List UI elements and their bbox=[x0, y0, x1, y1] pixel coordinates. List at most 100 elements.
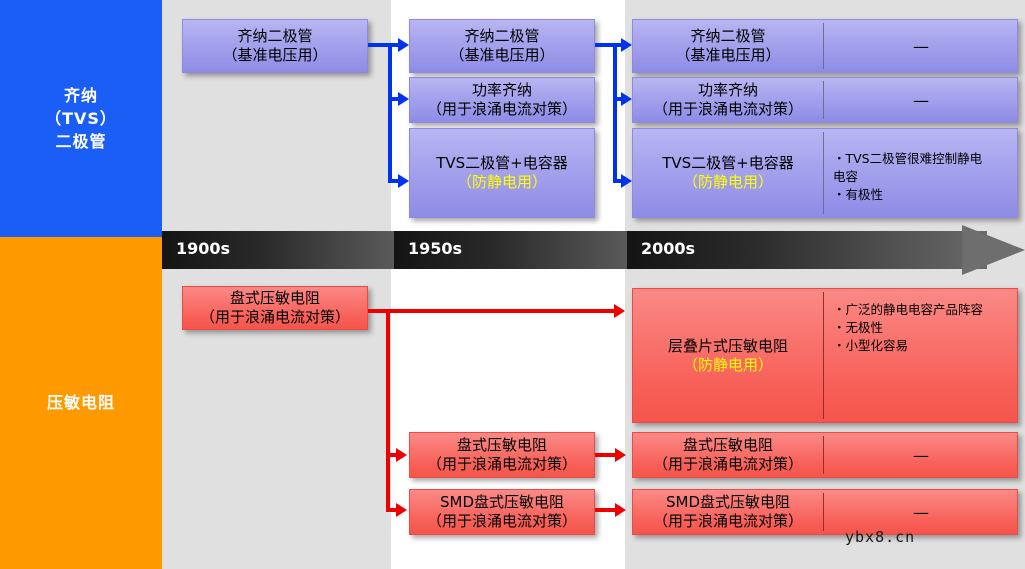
node-subtitle: （基准电压用） bbox=[675, 46, 781, 64]
node-title: 齐纳二极管 bbox=[237, 27, 313, 46]
node-subtitle: （用于浪涌电流对策） bbox=[199, 308, 350, 326]
arrowhead-icon bbox=[621, 174, 632, 188]
node-note: — bbox=[823, 20, 1017, 72]
arrowhead-icon bbox=[615, 503, 626, 517]
node-note-list: ・广泛的静电电容产品阵容 ・无极性 ・小型化容易 bbox=[823, 289, 1017, 359]
note-dash: — bbox=[913, 445, 929, 465]
node-title: TVS二极管+电容器 bbox=[662, 154, 794, 173]
node-subtitle: （用于浪涌电流对策） bbox=[426, 455, 577, 473]
connector-varistor-link-2 bbox=[595, 508, 617, 512]
node-title: 齐纳二极管 bbox=[690, 27, 766, 46]
node-title: 盘式压敏电阻 bbox=[229, 289, 320, 308]
timeline-label-2000s: 2000s bbox=[641, 239, 696, 258]
node-subtitle: （用于浪涌电流对策） bbox=[652, 100, 803, 118]
category-zener: 齐纳 （TVS） 二极管 bbox=[0, 0, 162, 237]
node-title: 功率齐纳 bbox=[697, 81, 758, 100]
node-varistor-2000s-1: 层叠片式压敏电阻 （防静电用） ・广泛的静电电容产品阵容 ・无极性 ・小型化容易 bbox=[632, 288, 1018, 423]
category-varistor-label: 压敏电阻 bbox=[46, 393, 115, 413]
node-zener-1950s-1: 齐纳二极管 （基准电压用） bbox=[409, 19, 595, 73]
timeline-arrowhead-icon bbox=[962, 225, 1025, 275]
timeline-arrow: 1900s 1950s 2000s bbox=[162, 225, 1025, 275]
node-subtitle: （用于浪涌电流对策） bbox=[652, 512, 803, 530]
connector-varistor-branch-top bbox=[386, 309, 616, 313]
node-varistor-1900s-1: 盘式压敏电阻 （用于浪涌电流对策） bbox=[182, 286, 368, 330]
arrowhead-icon bbox=[396, 448, 407, 462]
arrowhead-icon bbox=[398, 38, 409, 52]
connector-zener-trunk-2 bbox=[613, 43, 617, 183]
node-varistor-1950s-1: 盘式压敏电阻 （用于浪涌电流对策） bbox=[409, 432, 595, 478]
node-varistor-2000s-3: SMD盘式压敏电阻 （用于浪涌电流对策） — bbox=[632, 489, 1018, 535]
node-note: — bbox=[823, 433, 1017, 477]
node-subtitle: （基准电压用） bbox=[449, 46, 555, 64]
node-note: — bbox=[823, 490, 1017, 534]
arrowhead-icon bbox=[398, 174, 409, 188]
node-zener-2000s-1: 齐纳二极管 （基准电压用） — bbox=[632, 19, 1018, 73]
connector-zener-branch-1c bbox=[388, 179, 401, 183]
note-item: ・无极性 bbox=[833, 320, 884, 336]
era-band-1900s bbox=[162, 0, 391, 569]
node-subtitle: （防静电用） bbox=[456, 173, 547, 191]
arrowhead-icon bbox=[614, 304, 625, 318]
timeline-label-1900s: 1900s bbox=[176, 239, 231, 258]
node-zener-2000s-2: 功率齐纳 （用于浪涌电流对策） — bbox=[632, 77, 1018, 123]
note-dash: — bbox=[913, 90, 929, 110]
connector-zener-branch-2c bbox=[613, 179, 624, 183]
arrowhead-icon bbox=[621, 38, 632, 52]
connector-varistor-branch-mid2 bbox=[386, 508, 399, 512]
node-zener-2000s-3: TVS二极管+电容器 （防静电用） ・TVS二极管很难控制静电 电容 ・有极性 bbox=[632, 128, 1018, 218]
connector-zener-stub-2 bbox=[595, 43, 617, 47]
connector-zener-trunk-1 bbox=[388, 43, 392, 183]
connector-zener-branch-1b bbox=[388, 97, 401, 101]
node-subtitle: （防静电用） bbox=[682, 173, 773, 191]
connector-varistor-stub bbox=[368, 309, 392, 313]
connector-zener-stub-1 bbox=[368, 43, 392, 47]
cell-divider bbox=[823, 292, 824, 419]
cell-divider bbox=[823, 436, 824, 474]
note-item: 电容 bbox=[833, 168, 859, 184]
node-zener-1950s-2: 功率齐纳 （用于浪涌电流对策） bbox=[409, 77, 595, 123]
node-title: 盘式压敏电阻 bbox=[682, 436, 773, 455]
node-subtitle: （防静电用） bbox=[682, 355, 773, 374]
timeline-segment-1900s bbox=[162, 231, 394, 269]
timeline-segment-1950s bbox=[394, 231, 627, 269]
node-zener-1950s-3: TVS二极管+电容器 （防静电用） bbox=[409, 128, 595, 218]
watermark: ybx8.cn bbox=[845, 528, 916, 546]
note-dash: — bbox=[913, 36, 929, 56]
node-varistor-2000s-2: 盘式压敏电阻 （用于浪涌电流对策） — bbox=[632, 432, 1018, 478]
connector-varistor-branch-mid1 bbox=[386, 453, 399, 457]
node-zener-1900s-1: 齐纳二极管 （基准电压用） bbox=[182, 19, 368, 73]
node-note: — bbox=[823, 78, 1017, 122]
connector-zener-branch-1a bbox=[388, 43, 401, 47]
node-varistor-1950s-2: SMD盘式压敏电阻 （用于浪涌电流对策） bbox=[409, 489, 595, 535]
note-item: ・有极性 bbox=[833, 187, 884, 203]
category-varistor: 压敏电阻 bbox=[0, 237, 162, 569]
note-item: ・广泛的静电电容产品阵容 bbox=[833, 302, 984, 317]
arrowhead-icon bbox=[615, 448, 626, 462]
arrowhead-icon bbox=[396, 503, 407, 517]
node-title: SMD盘式压敏电阻 bbox=[665, 493, 790, 512]
connector-zener-branch-2b bbox=[613, 97, 624, 101]
connector-varistor-trunk bbox=[386, 309, 390, 512]
node-subtitle: （用于浪涌电流对策） bbox=[652, 455, 803, 473]
arrowhead-icon bbox=[621, 92, 632, 106]
node-note-list: ・TVS二极管很难控制静电 电容 ・有极性 bbox=[823, 129, 1017, 217]
node-title: 功率齐纳 bbox=[471, 81, 532, 100]
note-dash: — bbox=[913, 502, 929, 522]
node-title: SMD盘式压敏电阻 bbox=[439, 493, 564, 512]
connector-zener-branch-2a bbox=[613, 43, 624, 47]
category-zener-label: 齐纳 （TVS） 二极管 bbox=[45, 85, 117, 152]
cell-divider bbox=[823, 81, 824, 119]
arrowhead-icon bbox=[398, 92, 409, 106]
node-title: 层叠片式压敏电阻 bbox=[667, 336, 788, 355]
note-item: ・TVS二极管很难控制静电 bbox=[833, 150, 983, 166]
node-title: 盘式压敏电阻 bbox=[456, 436, 547, 455]
node-title: TVS二极管+电容器 bbox=[436, 154, 568, 173]
timeline-label-1950s: 1950s bbox=[408, 239, 463, 258]
node-subtitle: （用于浪涌电流对策） bbox=[426, 100, 577, 118]
node-subtitle: （用于浪涌电流对策） bbox=[426, 512, 577, 530]
node-subtitle: （基准电压用） bbox=[222, 46, 328, 64]
timeline-segment-2000s bbox=[627, 231, 987, 269]
cell-divider bbox=[823, 132, 824, 214]
cell-divider bbox=[823, 493, 824, 531]
